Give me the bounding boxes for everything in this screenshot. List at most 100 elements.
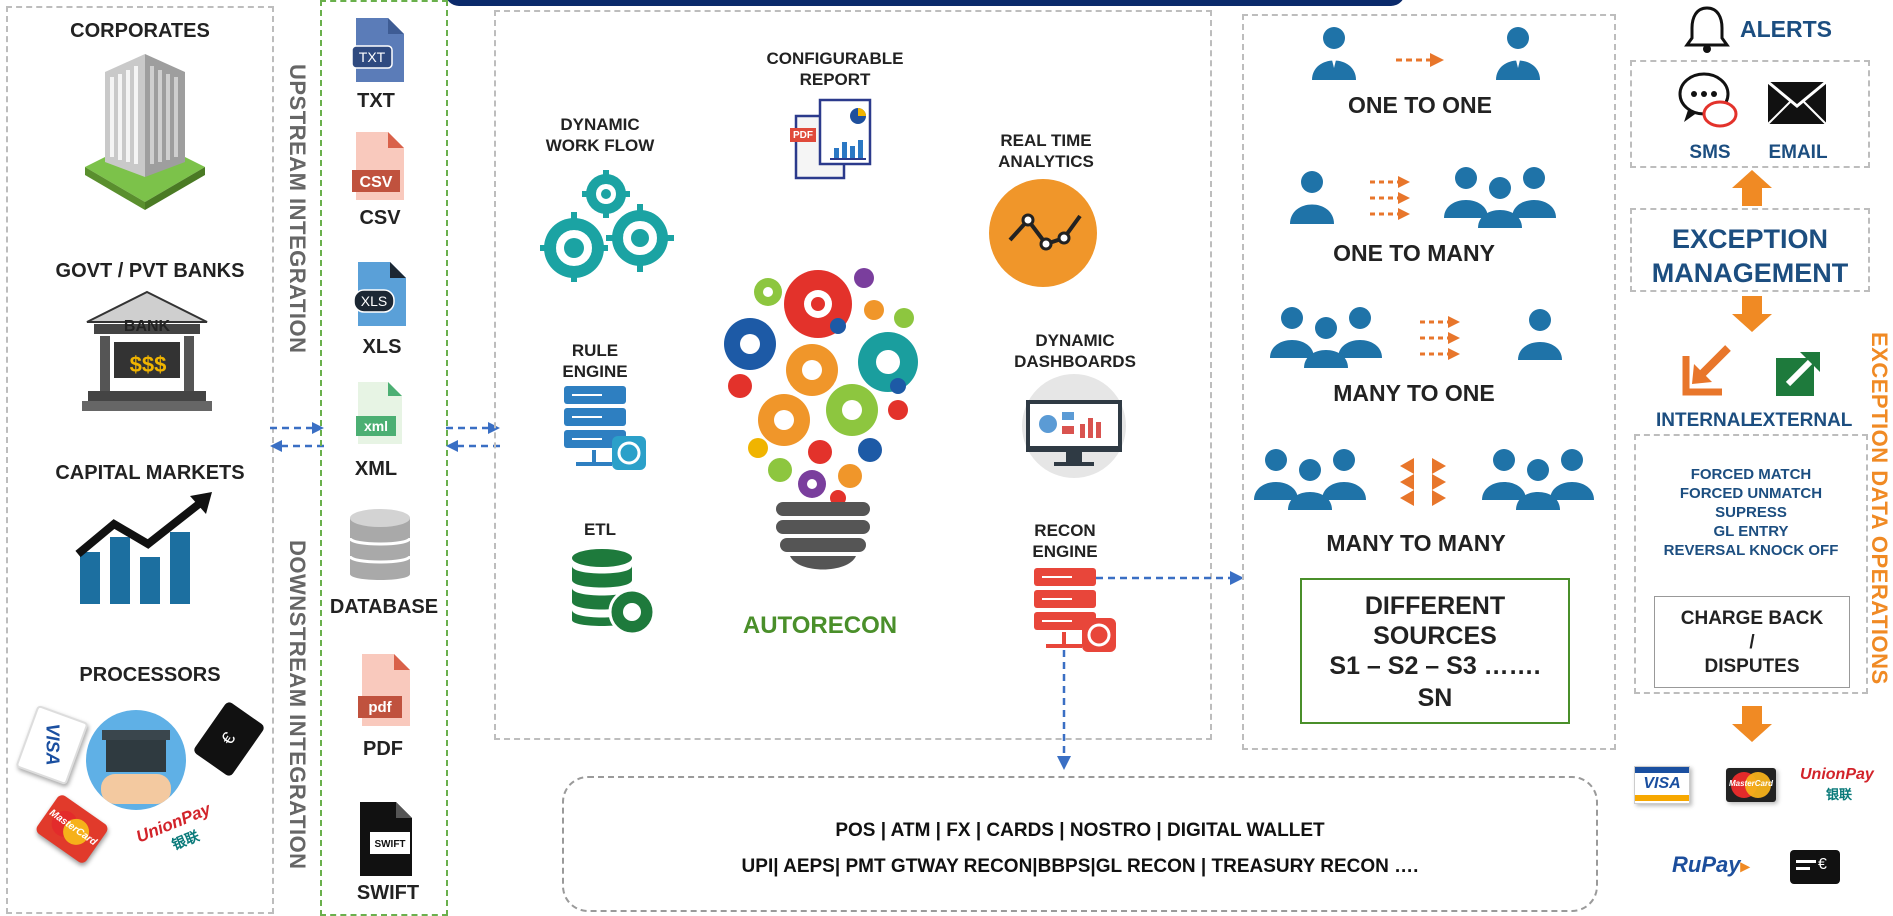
- rule-engine-label: RULE ENGINE: [562, 341, 628, 381]
- swift-icon-text: SWIFT: [374, 839, 405, 850]
- exception-data-operations-label: EXCEPTION DATA OPERATIONS: [1867, 332, 1892, 685]
- recon-types-line2: UPI| AEPS| PMT GTWAY RECON|BBPS|GL RECON…: [741, 856, 1419, 877]
- rule-engine-server-icon: [564, 386, 646, 470]
- matching-panel: [1242, 14, 1616, 750]
- xls-label: XLS: [362, 336, 402, 358]
- down-arrow-icon-1: [1732, 296, 1772, 332]
- corporate-building-icon: [85, 54, 205, 210]
- xml-icon-text: xml: [364, 418, 388, 434]
- xls-file-icon: XLS: [354, 262, 406, 326]
- sms-bubble-icon: [1678, 72, 1738, 128]
- txt-icon-text: TXT: [359, 49, 386, 65]
- op-supress: SUPRESS: [1715, 504, 1787, 521]
- one-to-many-label: ONE TO MANY: [1333, 240, 1495, 266]
- visa-logo-icon: VISA: [1634, 766, 1690, 804]
- op-gl-entry: GL ENTRY: [1713, 523, 1789, 540]
- one-to-one-label: ONE TO ONE: [1348, 92, 1492, 118]
- rising-chart-icon: [75, 492, 212, 604]
- rupay-logo-icon: RuPay▸: [1672, 852, 1750, 877]
- email-label: EMAIL: [1768, 142, 1828, 163]
- charge-back-line1: CHARGE BACK: [1680, 608, 1824, 629]
- many-to-one-diagram: [1270, 307, 1562, 368]
- recon-down-arrow: [1057, 650, 1071, 770]
- processor-hub-icon: [86, 710, 186, 810]
- txt-file-icon: TXT: [352, 18, 404, 82]
- external-arrow-icon: [1776, 352, 1820, 396]
- integration-arrows: [270, 422, 324, 452]
- internal-arrow-icon: [1682, 345, 1731, 396]
- etl-label: ETL: [583, 520, 617, 539]
- database-label: DATABASE: [329, 596, 439, 618]
- down-arrow-icon-2: [1732, 706, 1772, 742]
- rupay-logo-text: RuPay: [1672, 852, 1741, 877]
- xml-label: XML: [354, 458, 398, 480]
- many-to-many-diagram: [1254, 449, 1594, 510]
- visa-card-text: VISA: [42, 723, 63, 766]
- capital-markets-label: CAPITAL MARKETS: [55, 462, 245, 484]
- visa-logo-text: VISA: [1643, 775, 1681, 792]
- mastercard-logo-text: MasterCard: [1728, 779, 1773, 788]
- configurable-report-label: CONFIGURABLE REPORT: [766, 49, 904, 89]
- exception-management-box: [1630, 208, 1870, 292]
- internal-label: INTERNAL: [1656, 410, 1753, 431]
- many-to-many-label: MANY TO MANY: [1326, 530, 1506, 556]
- different-sources-box: [1300, 578, 1570, 724]
- alerts-label: ALERTS: [1740, 16, 1832, 42]
- exception-line1: EXCEPTION: [1671, 224, 1829, 254]
- csv-file-icon: CSV: [352, 132, 404, 200]
- dynamic-dashboards-label: DYNAMIC DASHBOARDS: [1014, 331, 1136, 371]
- autorecon-title: AUTORECON: [742, 612, 898, 639]
- bell-icon: [1684, 6, 1730, 53]
- txt-label: TXT: [357, 90, 395, 112]
- bank-sign-text: BANK: [123, 318, 171, 335]
- top-banner-edge: [445, 0, 1405, 6]
- autorecon-panel: [494, 10, 1212, 740]
- pdf-label: PDF: [363, 738, 403, 760]
- csv-label: CSV: [359, 207, 401, 229]
- euro-card-icon: €: [1790, 850, 1840, 884]
- autorecon-bulb-icon: [724, 268, 918, 570]
- analytics-chart-icon: [989, 179, 1097, 287]
- op-forced-match: FORCED MATCH: [1690, 466, 1812, 483]
- report-document-icon: [790, 98, 872, 180]
- alerts-channels-box: [1630, 60, 1870, 168]
- email-envelope-icon: [1767, 80, 1827, 125]
- recon-right-arrow: [1096, 571, 1244, 585]
- sms-label: SMS: [1689, 142, 1731, 163]
- unionpay-right-logo-icon: UnionPay 银联: [1800, 766, 1880, 806]
- swift-label: SWIFT: [356, 882, 420, 904]
- upstream-integration-label: UPSTREAM INTEGRATION: [285, 64, 310, 354]
- real-time-analytics-label: REAL TIME ANALYTICS: [998, 131, 1094, 171]
- mastercard-logo-icon: MasterCard: [1726, 768, 1776, 802]
- one-to-many-diagram: [1290, 167, 1556, 228]
- formats-panel: [320, 0, 448, 916]
- recon-types-line1: POS | ATM | FX | CARDS | NOSTRO | DIGITA…: [835, 820, 1325, 841]
- bank-money-text: $$$: [129, 352, 167, 377]
- pdf-file-icon: pdf: [358, 654, 410, 726]
- swift-file-icon: SWIFT: [360, 802, 412, 876]
- bank-building-icon: [82, 290, 212, 411]
- csv-icon-text: CSV: [360, 174, 393, 191]
- external-label: EXTERNAL: [1750, 410, 1853, 431]
- recon-engine-server-icon: [1034, 568, 1116, 652]
- exception-line2: MANAGEMENT: [1651, 258, 1849, 288]
- op-forced-unmatch: FORCED UNMATCH: [1679, 485, 1823, 502]
- recon-engine-label: RECON ENGINE: [1032, 521, 1098, 561]
- pdf-tag-text: PDF: [793, 130, 813, 141]
- sources-panel: [6, 6, 274, 914]
- many-to-one-label: MANY TO ONE: [1333, 380, 1495, 406]
- dashboard-monitor-icon: [1022, 374, 1126, 478]
- unionpay-right-cn-text: 银联: [1826, 787, 1853, 802]
- workflow-gears-icon: [540, 170, 674, 282]
- different-sources-line3: S1 – S2 – S3 …….: [1329, 652, 1541, 680]
- etl-database-icon: [572, 549, 654, 636]
- unionpay-right-text: UnionPay: [1800, 766, 1874, 783]
- dynamic-workflow-label: DYNAMIC WORK FLOW: [545, 115, 655, 155]
- op-reversal-knock-off: REVERSAL KNOCK OFF: [1663, 542, 1839, 559]
- pdf-icon-text: pdf: [368, 699, 392, 716]
- exception-operations-box: [1634, 434, 1868, 694]
- downstream-integration-label: DOWNSTREAM INTEGRATION: [285, 540, 310, 870]
- processors-label: PROCESSORS: [79, 664, 221, 686]
- recon-types-banner: [562, 776, 1598, 912]
- different-sources-line4: SN: [1417, 684, 1453, 712]
